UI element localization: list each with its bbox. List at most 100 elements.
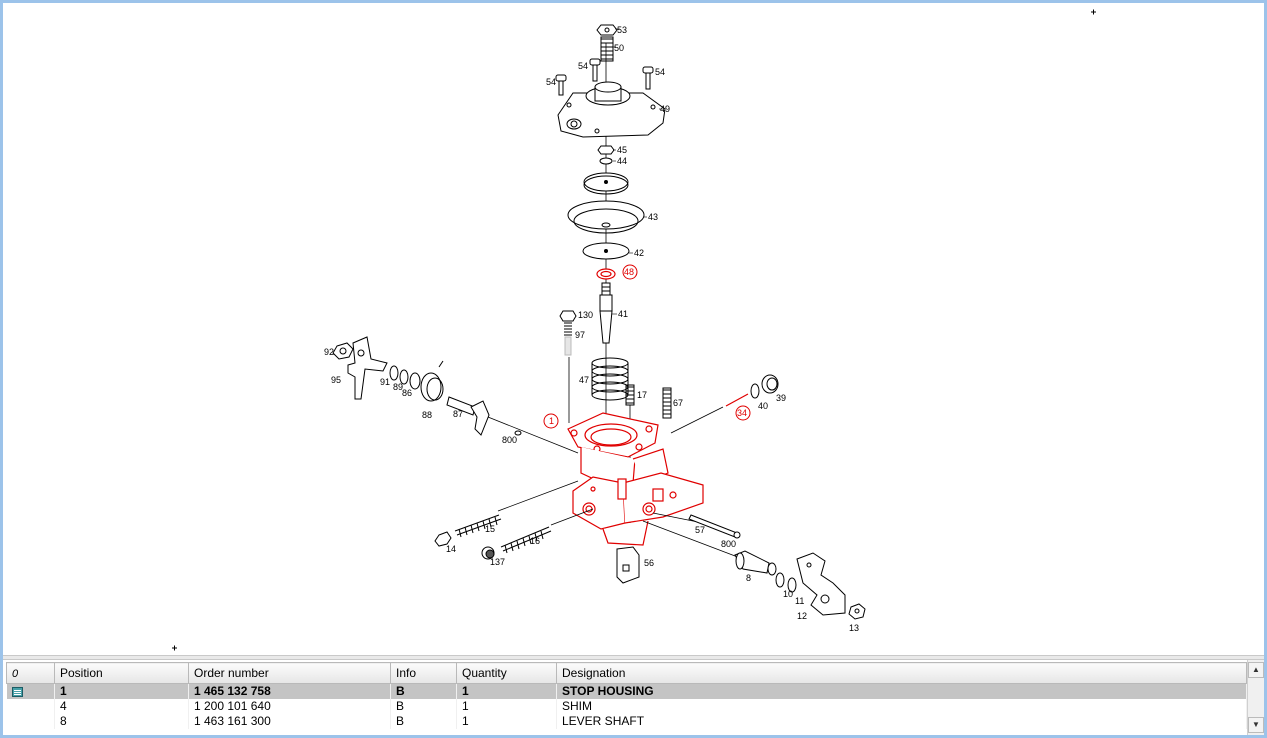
label-95[interactable]: 95 [331, 375, 341, 385]
table-row[interactable]: 4 1 200 101 640 B 1 SHIM [6, 699, 1247, 714]
part-stop-housing-1[interactable] [567, 412, 704, 546]
part-washer-44[interactable] [599, 157, 613, 165]
column-header-order-number[interactable]: Order number [188, 662, 391, 684]
label-137[interactable]: 137 [490, 557, 505, 567]
part-cover-49[interactable] [557, 81, 666, 138]
part-ring-48[interactable] [596, 268, 616, 280]
part-plug-137[interactable] [481, 546, 495, 560]
part-bolt-97[interactable] [564, 322, 572, 356]
part-washer-89[interactable] [399, 369, 409, 385]
part-plate-42[interactable] [582, 242, 630, 260]
part-plate-upper[interactable] [583, 172, 629, 195]
table-row[interactable]: 8 1 463 161 300 B 1 LEVER SHAFT [6, 714, 1247, 729]
diagram-canvas: 53 50 54 54 54 49 45 44 43 42 48 41 130 … [172, 9, 1096, 651]
label-97[interactable]: 97 [575, 330, 585, 340]
label-11[interactable]: 11 [795, 596, 804, 606]
vertical-scrollbar[interactable]: ▲ ▼ [1247, 660, 1264, 735]
part-screw-54-right[interactable] [642, 66, 654, 90]
label-53[interactable]: 53 [617, 25, 627, 35]
table-row[interactable]: 1 1 465 132 758 B 1 STOP HOUSING [6, 683, 1247, 699]
label-48[interactable]: 48 [624, 267, 634, 277]
label-45[interactable]: 45 [617, 145, 627, 155]
column-header-quantity[interactable]: Quantity [456, 662, 557, 684]
label-89[interactable]: 89 [393, 382, 403, 392]
part-washer-86[interactable] [409, 372, 421, 390]
part-spring-15[interactable] [454, 514, 502, 538]
label-44[interactable]: 44 [617, 156, 627, 166]
label-16[interactable]: 16 [530, 536, 540, 546]
parts-list-grid: 0 Position Order number Info Quantity De… [3, 660, 1264, 735]
label-15[interactable]: 15 [485, 524, 495, 534]
label-39[interactable]: 39 [776, 393, 786, 403]
part-rod-57[interactable] [688, 514, 741, 539]
part-nut-14[interactable] [434, 531, 452, 547]
exploded-parts-diagram[interactable]: 53 50 54 54 54 49 45 44 43 42 48 41 130 … [3, 3, 1264, 655]
part-shaft-8[interactable] [734, 550, 777, 576]
label-88[interactable]: 88 [422, 410, 432, 420]
part-spring-88[interactable] [420, 360, 444, 402]
label-50[interactable]: 50 [614, 43, 624, 53]
label-13[interactable]: 13 [849, 623, 859, 633]
label-130[interactable]: 130 [578, 310, 593, 320]
part-stem-41[interactable] [599, 282, 613, 344]
scroll-up-button[interactable]: ▲ [1248, 662, 1264, 678]
label-49[interactable]: 49 [660, 104, 670, 114]
label-42[interactable]: 42 [634, 248, 644, 258]
row-indicator-cell [6, 683, 55, 699]
label-47[interactable]: 47 [579, 375, 589, 385]
part-nut-92[interactable] [332, 342, 354, 360]
part-lever-95[interactable] [347, 336, 388, 400]
column-header-info[interactable]: Info [390, 662, 457, 684]
cell-info: B [390, 714, 457, 729]
label-67[interactable]: 67 [673, 398, 683, 408]
column-header-designation[interactable]: Designation [556, 662, 1247, 684]
part-spring-47[interactable] [591, 357, 629, 401]
label-92[interactable]: 92 [324, 347, 334, 357]
part-bracket-56[interactable] [616, 546, 640, 584]
label-17[interactable]: 17 [637, 390, 647, 400]
part-spring-16[interactable] [500, 526, 552, 554]
label-54-left[interactable]: 54 [546, 77, 556, 87]
part-pin-800-left[interactable] [514, 430, 522, 436]
label-12[interactable]: 12 [797, 611, 807, 621]
label-57[interactable]: 57 [695, 525, 705, 535]
part-nut-130[interactable] [559, 310, 577, 322]
part-washer-91[interactable] [389, 365, 399, 381]
arrow-up-icon: ▲ [1252, 665, 1260, 674]
label-41[interactable]: 41 [618, 309, 628, 319]
label-14[interactable]: 14 [446, 544, 456, 554]
part-washer-10[interactable] [775, 572, 785, 588]
scroll-down-button[interactable]: ▼ [1248, 717, 1264, 733]
column-header-position[interactable]: Position [54, 662, 189, 684]
label-91[interactable]: 91 [380, 377, 390, 387]
part-spring-50[interactable] [600, 36, 614, 62]
part-nut-45[interactable] [597, 145, 615, 155]
part-screw-54-left[interactable] [555, 74, 567, 96]
part-spring-67[interactable] [662, 387, 672, 419]
label-8[interactable]: 8 [746, 573, 751, 583]
label-54-right[interactable]: 54 [655, 67, 665, 77]
part-nut-53[interactable] [596, 24, 618, 36]
label-56[interactable]: 56 [644, 558, 654, 568]
part-nut-13[interactable] [848, 603, 866, 620]
column-header-icon[interactable]: 0 [6, 662, 55, 684]
label-10[interactable]: 10 [783, 589, 793, 599]
part-pin-34[interactable] [725, 393, 749, 407]
part-washer-40[interactable] [750, 383, 760, 399]
part-shaft-87[interactable] [446, 396, 490, 436]
label-54-mid[interactable]: 54 [578, 61, 588, 71]
label-800-left[interactable]: 800 [502, 435, 517, 445]
label-34[interactable]: 34 [737, 408, 747, 418]
part-lever-12[interactable] [796, 552, 846, 616]
label-87[interactable]: 87 [453, 409, 463, 419]
pane-splitter[interactable] [3, 655, 1264, 660]
part-screw-54-mid[interactable] [589, 58, 601, 82]
part-washer-11[interactable] [787, 577, 797, 593]
part-cap-39[interactable] [761, 374, 779, 394]
label-1[interactable]: 1 [549, 416, 554, 426]
label-40[interactable]: 40 [758, 401, 768, 411]
label-86[interactable]: 86 [402, 388, 412, 398]
part-diaphragm-43[interactable] [567, 200, 645, 234]
label-43[interactable]: 43 [648, 212, 658, 222]
label-800-right[interactable]: 800 [721, 539, 736, 549]
